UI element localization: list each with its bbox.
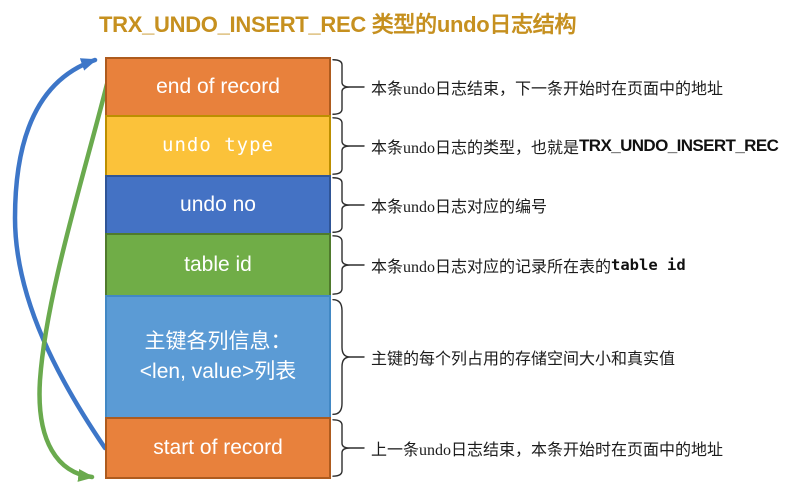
brace-connector <box>331 417 365 479</box>
field-description: 上一条undo日志结束，本条开始时在页面中的地址 <box>371 442 724 459</box>
page-title: TRX_UNDO_INSERT_REC 类型的undo日志结构 <box>99 12 577 37</box>
field-label: undo no <box>180 192 256 216</box>
field-description: 本条undo日志对应的记录所在表的 table id <box>371 256 686 276</box>
field-label-line1: 主键各列信息： <box>144 329 292 353</box>
field-description: 主键的每个列占用的存储空间大小和真实值 <box>371 351 676 368</box>
brace-connector <box>331 295 365 419</box>
field-label: end of record <box>156 74 280 98</box>
brace-connector <box>331 57 365 117</box>
field-box-pk-columns-info: 主键各列信息： <len, value>列表 <box>105 295 331 419</box>
field-box-start-of-record: start of record <box>105 417 331 479</box>
brace-connector <box>331 233 365 297</box>
brace-connector <box>331 175 365 235</box>
row-undo-no: undo no 本条undo日志对应的编号 <box>105 175 794 235</box>
field-box-undo-type: undo type <box>105 115 331 177</box>
field-label: undo type <box>162 134 274 157</box>
field-box-end-of-record: end of record <box>105 57 331 117</box>
field-box-table-id: table id <box>105 233 331 297</box>
field-label: start of record <box>153 435 283 459</box>
row-end-of-record: end of record 本条undo日志结束，下一条开始时在页面中的地址 <box>105 57 794 117</box>
record-fields-column: end of record 本条undo日志结束，下一条开始时在页面中的地址 u… <box>105 57 794 479</box>
brace-connector <box>331 115 365 177</box>
green-loop-arrow <box>37 81 110 482</box>
row-table-id: table id 本条undo日志对应的记录所在表的 table id <box>105 233 794 297</box>
row-start-of-record: start of record 上一条undo日志结束，本条开始时在页面中的地址 <box>105 417 794 479</box>
row-pk-columns-info: 主键各列信息： <len, value>列表 主键的每个列占用的存储空间大小和真… <box>105 295 794 419</box>
blue-loop-arrow <box>12 57 108 451</box>
field-description: 本条undo日志结束，下一条开始时在页面中的地址 <box>371 81 724 98</box>
field-box-undo-no: undo no <box>105 175 331 235</box>
field-label-line2: <len, value>列表 <box>139 360 297 383</box>
field-label: table id <box>184 252 252 276</box>
field-description: 本条undo日志对应的编号 <box>371 199 548 216</box>
